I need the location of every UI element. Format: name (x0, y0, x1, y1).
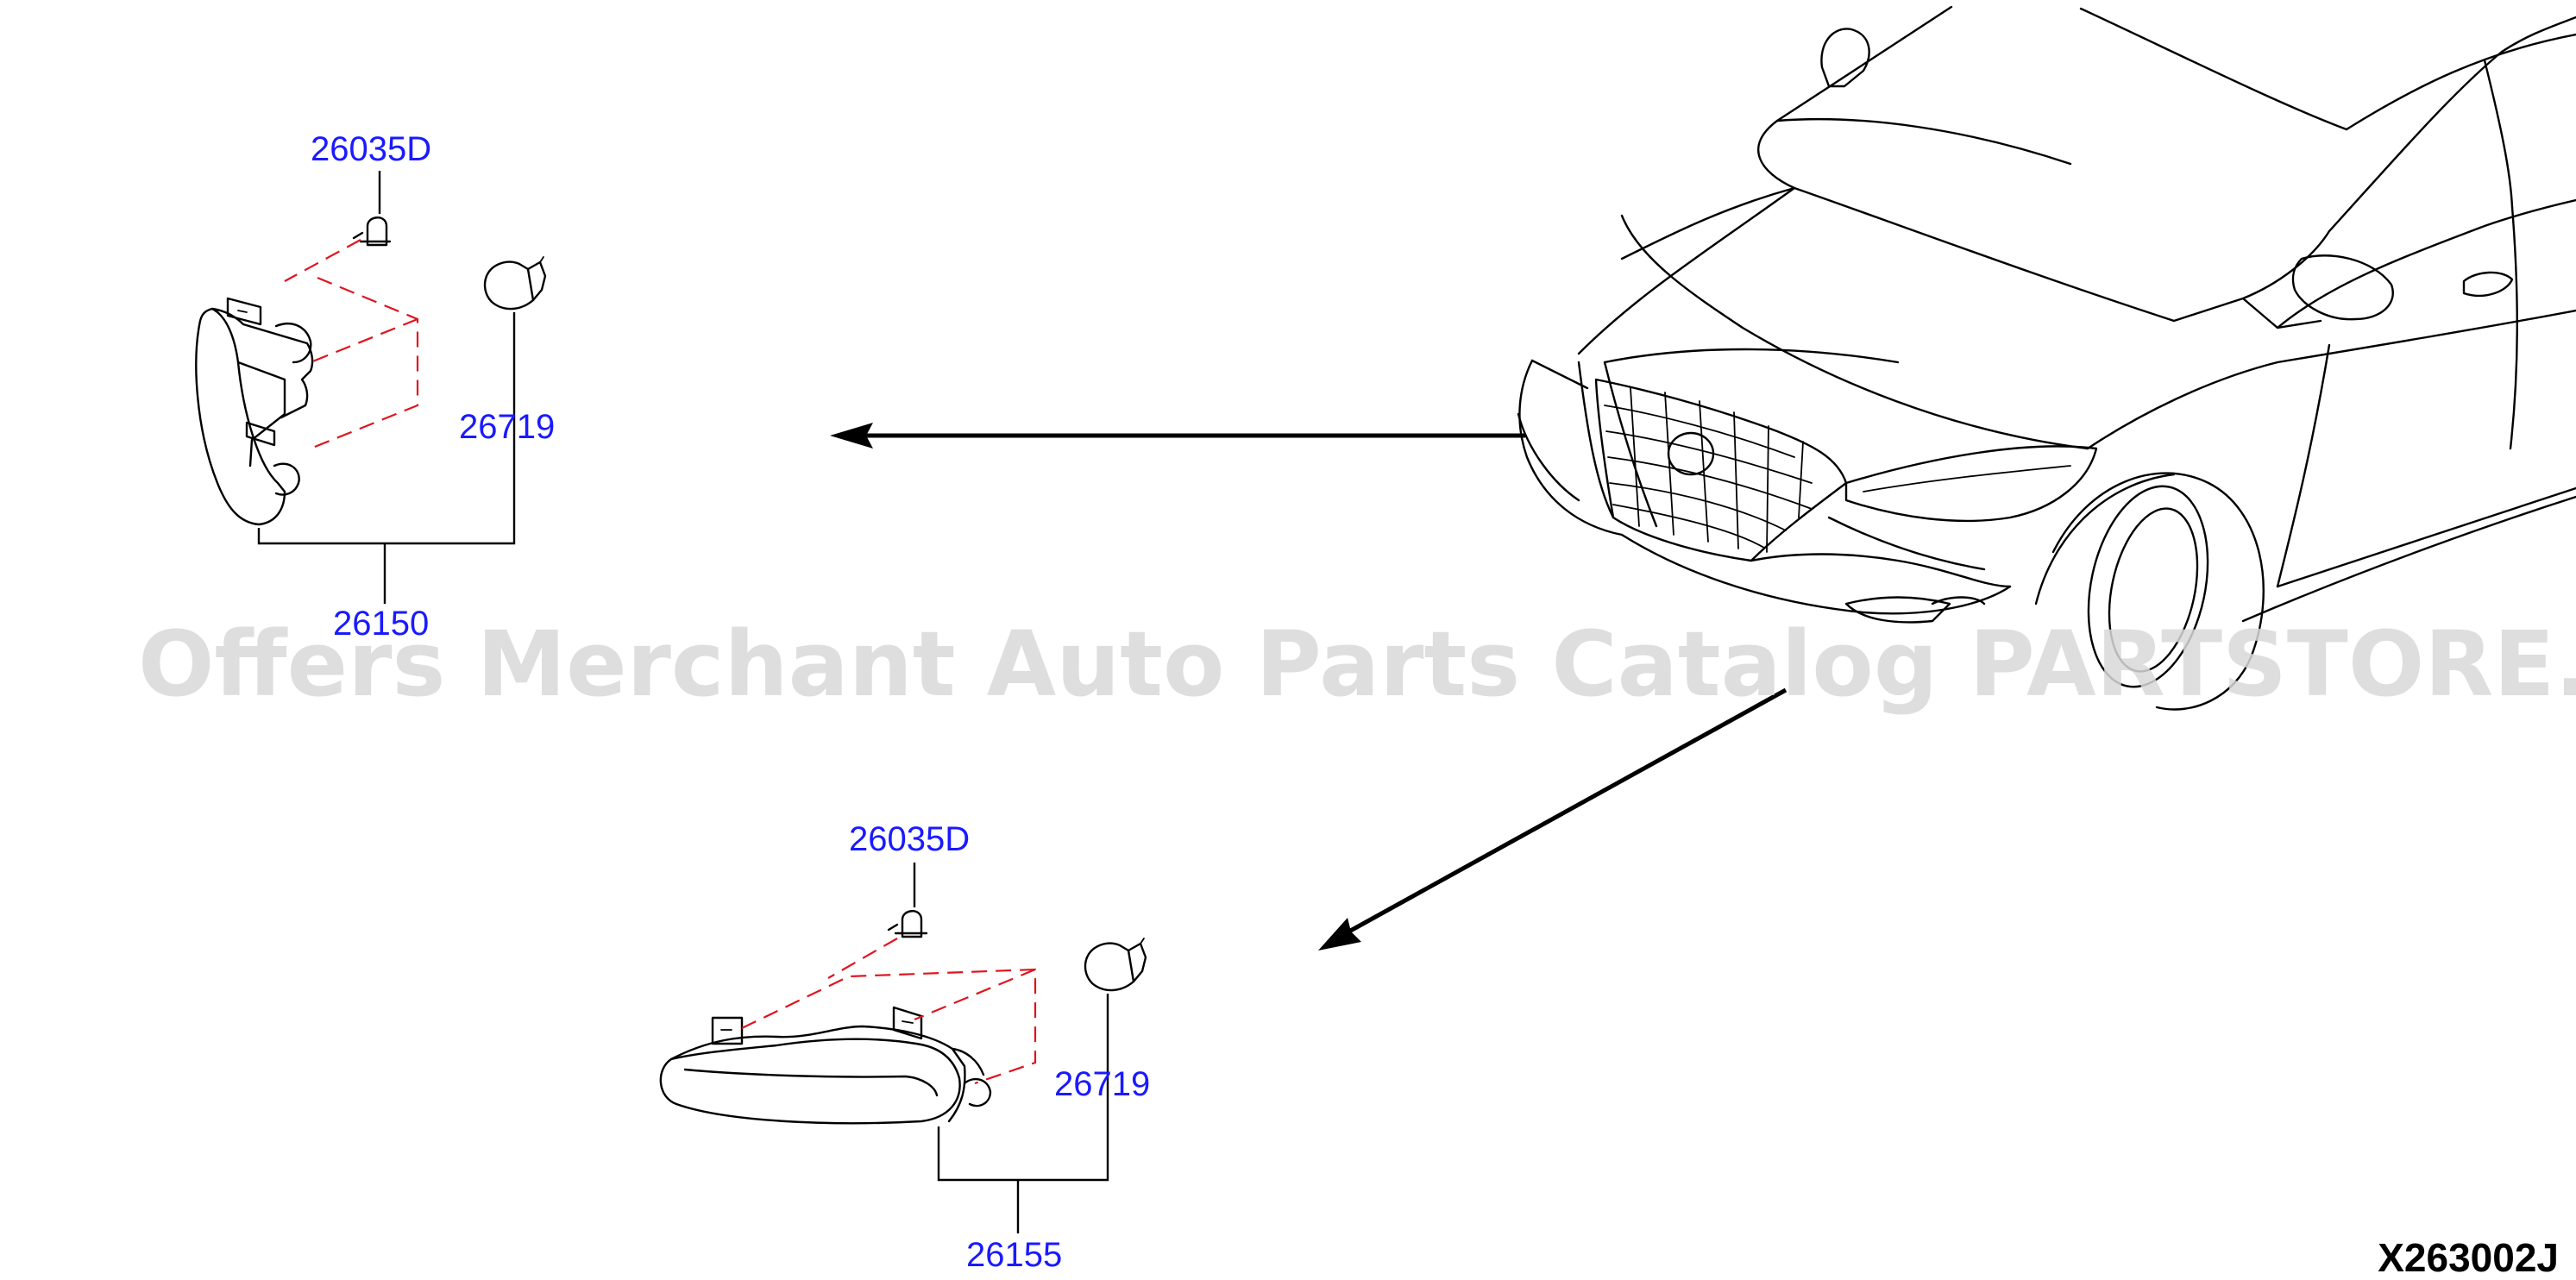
part-label-lower-screw[interactable]: 26035D (849, 820, 970, 858)
car-illustration (1517, 5, 2576, 711)
upper-lamp-assembly (195, 171, 547, 604)
part-label-upper-lamp[interactable]: 26150 (333, 605, 429, 643)
watermark-text: Offers Merchant Auto Parts Catalog PARTS… (138, 612, 2576, 717)
callout-arrow-lower (1318, 687, 1787, 951)
lower-lamp-assembly (659, 863, 1147, 1233)
part-label-lower-lamp[interactable]: 26155 (966, 1236, 1062, 1274)
part-label-lower-bulb[interactable]: 26719 (1054, 1065, 1150, 1103)
callout-arrow-upper (830, 423, 1525, 449)
diagram-code: X263002J (2378, 1235, 2559, 1280)
part-label-upper-bulb[interactable]: 26719 (459, 408, 555, 446)
part-label-upper-screw[interactable]: 26035D (311, 130, 431, 168)
